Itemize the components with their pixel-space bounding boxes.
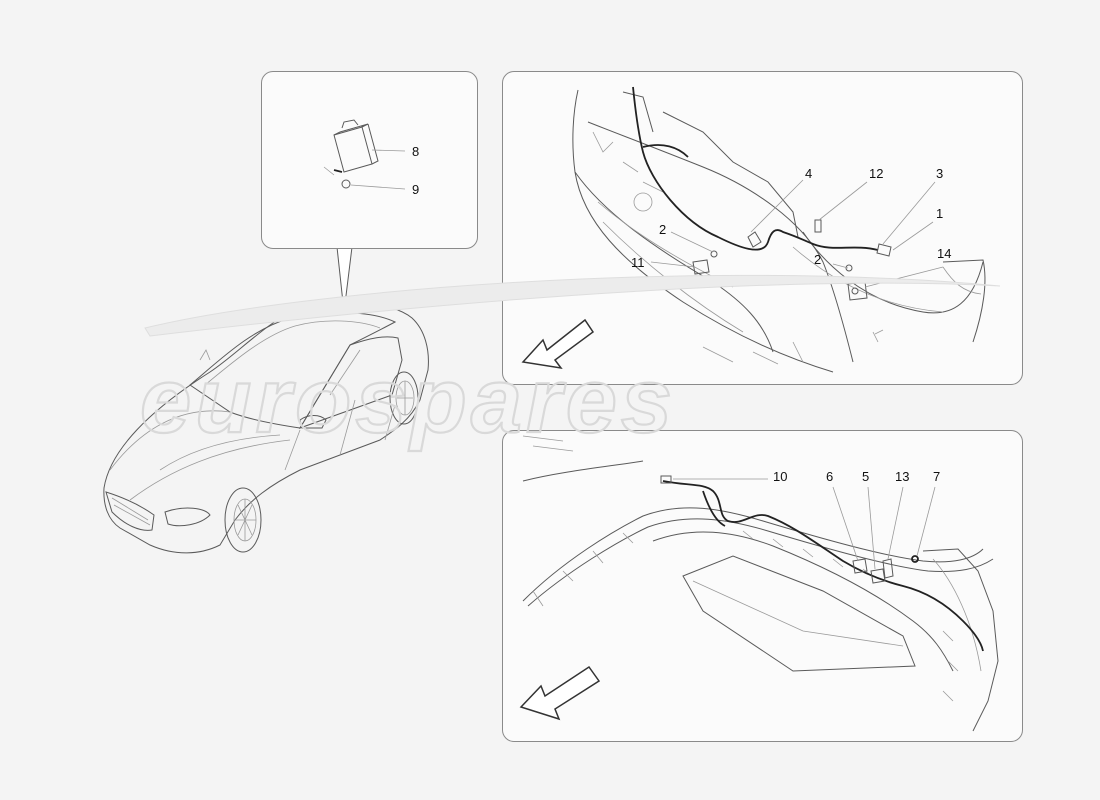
callout-9: 9 (412, 182, 419, 197)
inset-panel-control-unit: 8 9 (261, 71, 478, 249)
callout-13: 13 (895, 469, 909, 484)
front-wiring-harness (632, 86, 879, 251)
rear-wiring-harness (662, 480, 984, 652)
callout-8: 8 (412, 144, 419, 159)
callout-7: 7 (933, 469, 940, 484)
callout-14: 14 (937, 246, 951, 261)
inset-leader-line (336, 246, 353, 313)
callout-1: 1 (936, 206, 943, 221)
sensor-bracket-11 (692, 259, 710, 275)
callout-2-right: 2 (814, 252, 821, 267)
callout-3: 3 (936, 166, 943, 181)
arrow-down-left-icon (521, 318, 595, 370)
callout-2-left: 2 (659, 222, 666, 237)
nut-fastener (341, 179, 351, 189)
callout-6: 6 (826, 469, 833, 484)
callout-10: 10 (773, 469, 787, 484)
callout-4: 4 (805, 166, 812, 181)
front-bumper-panel: 4 12 3 1 14 2 2 11 (502, 71, 1023, 385)
arrow-down-left-icon (519, 665, 601, 721)
callout-12: 12 (869, 166, 883, 181)
control-unit-module (333, 126, 373, 173)
callout-5: 5 (862, 469, 869, 484)
rear-bumper-panel: 10 6 5 13 7 (502, 430, 1023, 742)
rear-diffuser (682, 555, 916, 672)
callout-11: 11 (631, 255, 645, 270)
